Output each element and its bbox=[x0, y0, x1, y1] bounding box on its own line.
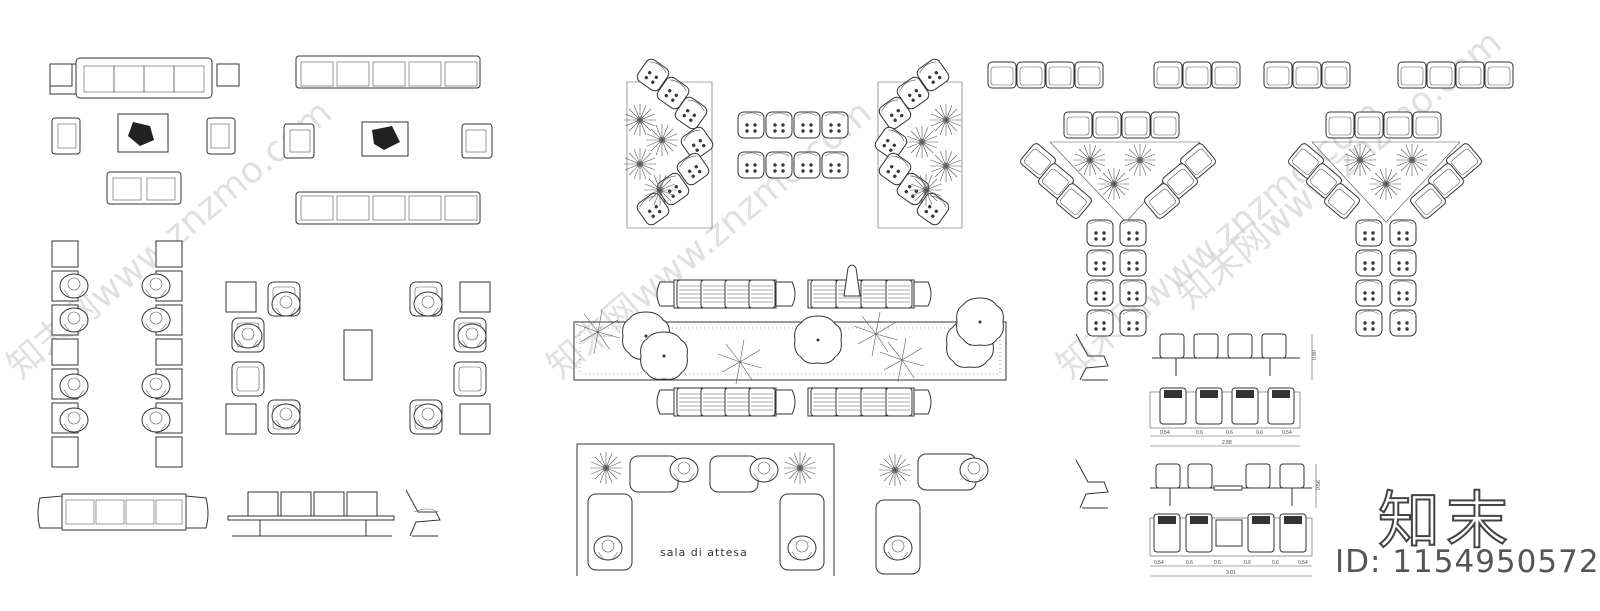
y-seating-left bbox=[1018, 111, 1218, 337]
bench-elevations bbox=[37, 489, 441, 537]
dim-label: 0.54 bbox=[1154, 560, 1164, 566]
side-dim: 0.80 bbox=[1312, 350, 1318, 360]
dim-label: 0.6 bbox=[1226, 430, 1233, 436]
y-seating-right bbox=[1286, 111, 1484, 337]
dim-label: 0.6 bbox=[1256, 430, 1263, 436]
dim-label: 0.6 bbox=[1272, 560, 1279, 566]
side-dim: 0.56 bbox=[1316, 480, 1322, 490]
waiting-room-caption: sala di attesa bbox=[660, 546, 748, 559]
diagonal-seating-left bbox=[623, 56, 716, 229]
dim-label: 0.54 bbox=[1160, 430, 1170, 436]
dim-total: 2.88 bbox=[1222, 440, 1232, 446]
beam-seating-detail-1: 0.80 0.54 0.6 0.6 0.6 0.54 2.88 bbox=[1075, 333, 1318, 447]
dim-label: 0.6 bbox=[1244, 560, 1251, 566]
beam-seating-detail-2: 0.56 0.54 0.6 0.6 0.6 0.6 0.54 3.01 bbox=[1075, 459, 1322, 577]
resource-id-text: ID: 1154950572 bbox=[1335, 544, 1600, 580]
diagonal-seating-right bbox=[872, 56, 963, 229]
dim-label: 0.6 bbox=[1186, 560, 1193, 566]
waiting-room-plan: sala di attesa bbox=[576, 443, 989, 576]
dim-label: 0.54 bbox=[1298, 560, 1308, 566]
seating-rows-with-people bbox=[51, 240, 183, 468]
sofa-lounge-block-2 bbox=[283, 55, 493, 225]
dim-total: 3.01 bbox=[1226, 570, 1236, 576]
armchair-group bbox=[225, 281, 491, 435]
dim-label: 0.6 bbox=[1214, 560, 1221, 566]
chair-rows-top-right bbox=[987, 61, 1514, 89]
brand-logo-text: 知末 bbox=[1377, 483, 1515, 558]
dim-label: 0.6 bbox=[1196, 430, 1203, 436]
sofa-lounge-block bbox=[49, 57, 240, 205]
dim-label: 0.54 bbox=[1282, 430, 1292, 436]
planter-bench-block bbox=[573, 264, 1007, 417]
